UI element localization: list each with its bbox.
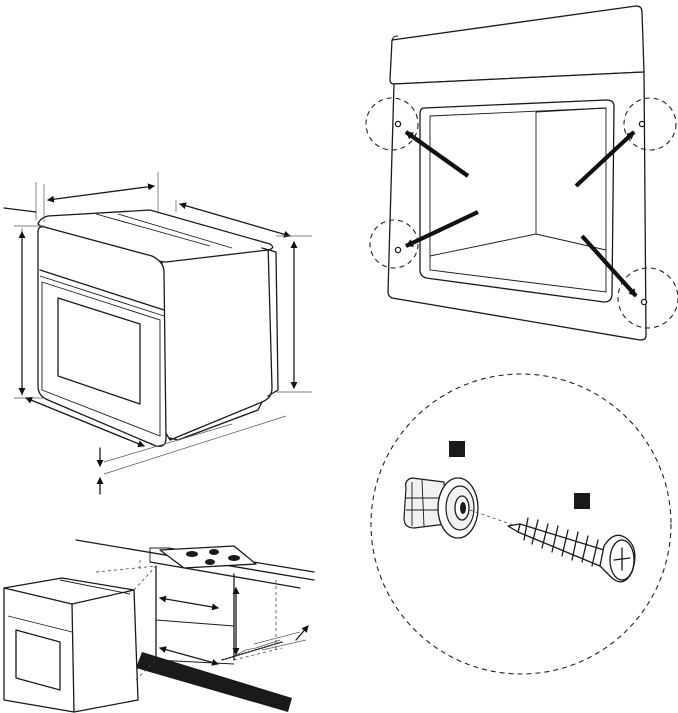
marker-2 bbox=[574, 493, 590, 509]
mounting-frame-figure bbox=[366, 6, 678, 340]
cabinet-installation-figure bbox=[4, 540, 314, 712]
fixing-detail-figure bbox=[371, 374, 671, 674]
marker-1 bbox=[449, 441, 465, 457]
oven-dimensions-figure bbox=[4, 172, 312, 494]
screw bbox=[508, 518, 635, 582]
wall-plug bbox=[404, 478, 478, 538]
